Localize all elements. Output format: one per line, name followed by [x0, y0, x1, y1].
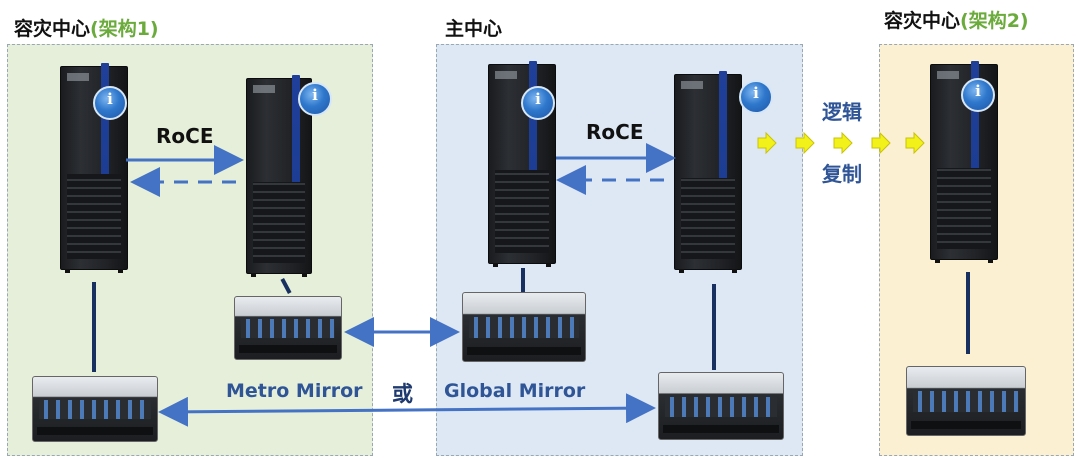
info-badge-icon: i: [739, 80, 773, 114]
roce-label-right: RoCE: [586, 120, 644, 144]
info-badge-icon: i: [93, 86, 127, 120]
logical-replication-label-2: 复制: [822, 162, 862, 186]
dr1-site-title: 容灾中心(架构1): [14, 18, 159, 40]
info-badge-icon: i: [298, 82, 332, 116]
info-badge-icon: i: [961, 78, 995, 112]
storage-array-dr1-bottom: [32, 376, 158, 442]
storage-array-main-top: [462, 292, 586, 362]
roce-label-left: RoCE: [156, 124, 214, 148]
info-badge-icon: i: [521, 86, 555, 120]
or-label: 或: [392, 382, 413, 406]
connector-dr1-a: [92, 282, 96, 372]
storage-array-dr2: [906, 366, 1026, 436]
metro-mirror-label: Metro Mirror: [226, 380, 363, 402]
storage-array-dr1-top: [234, 296, 342, 360]
global-mirror-label: Global Mirror: [444, 380, 586, 402]
storage-array-main-bottom: [658, 372, 784, 440]
dr2-site-title: 容灾中心(架构2): [884, 10, 1029, 32]
server-rack-dr1-b: [246, 75, 312, 277]
connector-dr2: [966, 272, 970, 354]
main-site-title: 主中心: [445, 18, 503, 40]
server-rack-main-b: [674, 71, 742, 273]
connector-main-b: [712, 284, 716, 370]
mirror-arrow-lower: [158, 393, 656, 427]
logical-replication-arrows: [757, 131, 925, 155]
logical-replication-label-1: 逻辑: [822, 100, 862, 124]
connector-main-a: [521, 268, 525, 294]
